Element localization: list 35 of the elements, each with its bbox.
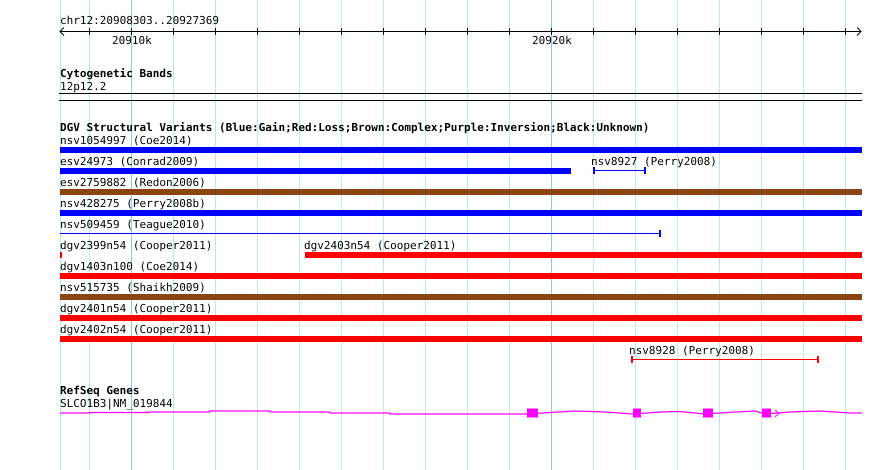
feature-label: dgv2401n54 (Cooper2011) [60, 302, 214, 315]
feature-label: nsv428275 (Perry2008b) [60, 197, 207, 210]
variant-feature [60, 176, 862, 195]
feature-label: dgv1403n100 (Coe2014) [60, 260, 200, 273]
variant-feature [60, 134, 862, 153]
variant-feature [60, 218, 661, 237]
variant-feature [60, 323, 862, 342]
feature-label: nsv8928 (Perry2008) [629, 344, 756, 357]
feature-label: nsv1054997 (Coe2014) [60, 134, 194, 147]
track-heading: Cytogenetic Bands [60, 67, 173, 80]
feature-label: dgv2403n54 (Cooper2011) [304, 239, 458, 252]
axis-tick-label: 20910k [112, 34, 152, 47]
feature-label: nsv8927 (Perry2008) [591, 155, 717, 168]
axis-tick-label: 20920k [532, 34, 572, 47]
variant-feature [60, 155, 571, 174]
feature-label: SLCO1B3|NM_019844 [60, 397, 174, 410]
feature-label: nsv509459 (Teague2010) [60, 218, 207, 231]
variant-feature [304, 239, 862, 258]
locus-coordinates: chr12:20908303..20927369 [60, 14, 219, 27]
variant-feature [60, 302, 862, 321]
track-heading: DGV Structural Variants (Blue:Gain;Red:Loss;Brown:Complex;Purple:Inversion;Black:Unknown) [60, 121, 650, 134]
variant-feature [629, 344, 819, 363]
feature-label: dgv2399n54 (Cooper2011) [60, 239, 212, 252]
feature-label: esv2759882 (Redon2006) [60, 176, 207, 189]
variant-feature [591, 155, 717, 174]
cytoband-label: 12p12.2 [60, 80, 106, 93]
variant-feature [60, 197, 862, 216]
feature-label: dgv2402n54 (Cooper2011) [60, 323, 214, 336]
gene-feature [60, 397, 862, 419]
variant-feature [60, 239, 212, 258]
feature-label: nsv515735 (Shaikh2009) [60, 281, 207, 294]
feature-label: esv24973 (Conrad2009) [60, 155, 200, 168]
track-heading: RefSeq Genes [60, 384, 140, 397]
variant-feature [60, 281, 862, 300]
variant-feature [60, 260, 862, 279]
